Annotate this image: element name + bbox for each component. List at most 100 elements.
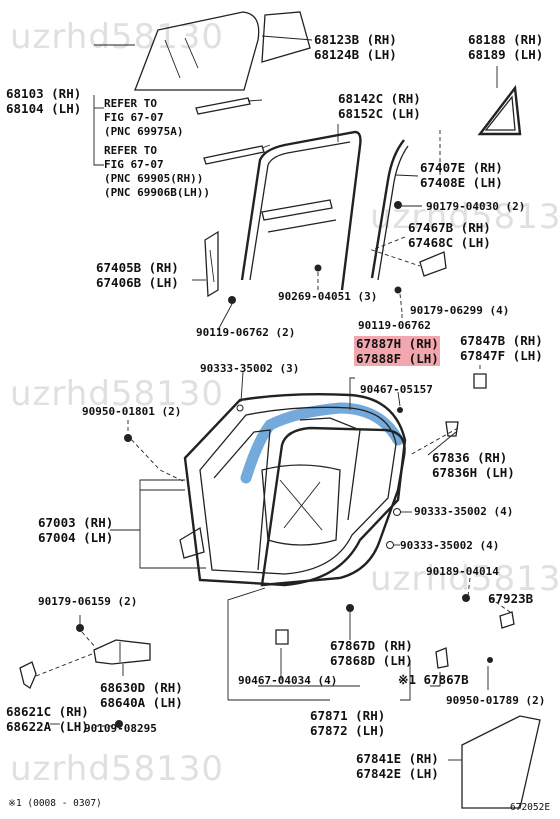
callout-68123[interactable]: 68123B (RH) 68124B (LH) <box>314 32 397 62</box>
quarter-window-glass[interactable] <box>477 84 522 136</box>
callout-68142[interactable]: 68142C (RH) 68152C (LH) <box>338 91 421 121</box>
watermark-layer: uzrhd58130 uzrhd58130 uzrhd58130 uzrhd58… <box>10 17 560 789</box>
part-number-label: 67003 (RH) <box>38 515 113 530</box>
part-number-label: 68152C (LH) <box>338 106 421 121</box>
part-number-label: 67004 (LH) <box>38 530 113 545</box>
callout-90119-a[interactable]: 90119-06762 (2) <box>196 326 295 339</box>
part-number-label: 67408E (LH) <box>420 175 503 190</box>
part-number-label: 67836H (LH) <box>432 465 515 480</box>
service-hole-cover[interactable] <box>461 715 541 809</box>
reference-label: (PNC 69905(RH)) <box>104 172 203 185</box>
part-number-label: 68630D (RH) <box>100 680 183 695</box>
part-number-label: 90119-06762 (2) <box>196 326 295 339</box>
callout-67467[interactable]: 67467B (RH) 67468C (LH) <box>408 220 491 250</box>
callout-67847[interactable]: 67847B (RH) 67847F (LH) <box>460 333 543 363</box>
callout-90179-c[interactable]: 90179-06159 (2) <box>38 595 137 608</box>
part-number-label: 68142C (RH) <box>338 91 421 106</box>
callout-67003[interactable]: 67003 (RH) 67004 (LH) <box>38 515 113 545</box>
part-number-label: 90950-01789 (2) <box>446 694 545 707</box>
callout-68630[interactable]: 68630D (RH) 68640A (LH) <box>100 680 183 710</box>
callout-67407[interactable]: 67407E (RH) 67408E (LH) <box>420 160 503 190</box>
callout-reference-1[interactable]: REFER TO FIG 67-07 (PNC 69975A) <box>104 97 183 138</box>
reference-label: FIG 67-07 <box>104 158 164 171</box>
callout-90179-a[interactable]: 90179-04030 (2) <box>426 200 525 213</box>
door-weatherstrip[interactable] <box>260 426 406 587</box>
highlighted-weatherstrip-path[interactable] <box>240 402 404 484</box>
door-glass[interactable] <box>134 11 260 91</box>
part-number-label: 90467-04034 (4) <box>238 674 337 687</box>
callout-reference-2[interactable]: REFER TO FIG 67-07 (PNC 69905(RH)) (PNC … <box>104 144 210 199</box>
part-number-label: 68189 (LH) <box>468 47 543 62</box>
window-frame[interactable] <box>240 130 362 291</box>
callout-67871[interactable]: 67871 (RH) 67872 (LH) <box>310 708 385 738</box>
part-number-label: 68104 (LH) <box>6 101 81 116</box>
part-number-label: 90119-06762 <box>358 319 431 332</box>
part-number-label: 68622A (LH) <box>6 719 89 734</box>
callout-68188[interactable]: 68188 (RH) 68189 (LH) <box>468 32 543 62</box>
callout-90189[interactable]: 90189-04014 <box>426 565 499 578</box>
part-number-label: 67407E (RH) <box>420 160 503 175</box>
part-number-label: 67406B (LH) <box>96 275 179 290</box>
part-number-label: 90950-01801 (2) <box>82 405 181 418</box>
part-number-label: 67836 (RH) <box>432 450 507 465</box>
part-number-label: 90189-04014 <box>426 565 499 578</box>
part-number-label: 67847B (RH) <box>460 333 543 348</box>
part-number-label: 68188 (RH) <box>468 32 543 47</box>
watermark: uzrhd58130 <box>10 749 224 789</box>
lower-channel[interactable] <box>204 230 219 298</box>
rear-door-panel[interactable] <box>179 392 407 587</box>
callout-67867b[interactable]: ※1 67867B <box>398 672 469 687</box>
callout-68103[interactable]: 68103 (RH) 68104 (LH) <box>6 86 81 116</box>
callout-90950-a[interactable]: 90950-01801 (2) <box>82 405 181 418</box>
clip[interactable] <box>275 373 515 669</box>
part-number-label: 67847F (LH) <box>460 348 543 363</box>
part-number-label: 90179-06159 (2) <box>38 595 137 608</box>
part-number-label: 67467B (RH) <box>408 220 491 235</box>
callout-90333-b[interactable]: 90333-35002 (4) <box>414 505 513 518</box>
reference-label: REFER TO <box>104 144 157 157</box>
callout-68621[interactable]: 68621C (RH) 68622A (LH) <box>6 704 89 734</box>
part-number-label: 90467-05157 <box>360 383 433 396</box>
callout-90109[interactable]: 90109-08295 <box>84 722 157 735</box>
callout-67867[interactable]: 67867D (RH) 67868D (LH) <box>330 638 413 668</box>
highlight-box <box>354 336 440 351</box>
part-number-label: 67923B <box>488 591 534 606</box>
callout-67887[interactable]: 67887H (RH) 67888F (LH) <box>356 336 439 366</box>
callout-67923[interactable]: 67923B <box>488 591 534 606</box>
callout-90467-b[interactable]: 90467-04034 (4) <box>238 674 337 687</box>
door-hinge[interactable] <box>93 639 151 665</box>
callout-67836[interactable]: 67836 (RH) 67836H (LH) <box>432 450 515 480</box>
part-number-label: 67841E (RH) <box>356 751 439 766</box>
callout-90950-b[interactable]: 90950-01789 (2) <box>446 694 545 707</box>
watermark: uzrhd58130 <box>370 559 560 599</box>
part-number-label: 67468C (LH) <box>408 235 491 250</box>
figure-code: 672052E <box>510 802 550 813</box>
callout-90119-b[interactable]: 90119-06762 <box>358 319 431 332</box>
part-number-label: 67871 (RH) <box>310 708 385 723</box>
reference-label: REFER TO <box>104 97 157 110</box>
callout-90467-a[interactable]: 90467-05157 <box>360 383 433 396</box>
reference-label: FIG 67-07 <box>104 111 164 124</box>
callout-90269[interactable]: 90269-04051 (3) <box>278 290 377 303</box>
part-number-label: 90109-08295 <box>84 722 157 735</box>
highlight-box <box>354 351 440 366</box>
part-number-label: 67868D (LH) <box>330 653 413 668</box>
part-number-label: 67888F (LH) <box>356 351 439 366</box>
run-channel[interactable] <box>370 139 409 281</box>
door-check[interactable] <box>19 661 37 689</box>
callout-67841[interactable]: 67841E (RH) 67842E (LH) <box>356 751 439 781</box>
part-number-label: 90179-06299 (4) <box>410 304 509 317</box>
belt-moulding[interactable] <box>195 97 265 165</box>
part-number-label: 68640A (LH) <box>100 695 183 710</box>
callout-67405[interactable]: 67405B (RH) 67406B (LH) <box>96 260 179 290</box>
callout-90333-c[interactable]: 90333-35002 (4) <box>400 539 499 552</box>
watermark: uzrhd58130 <box>10 374 224 414</box>
part-number-label: 68621C (RH) <box>6 704 89 719</box>
bracket[interactable] <box>419 251 447 277</box>
callout-90333-a[interactable]: 90333-35002 (3) <box>200 362 299 375</box>
part-number-label: 68103 (RH) <box>6 86 81 101</box>
callout-90179-b[interactable]: 90179-06299 (4) <box>410 304 509 317</box>
part-number-label: 90269-04051 (3) <box>278 290 377 303</box>
quarter-glass[interactable] <box>261 11 311 63</box>
